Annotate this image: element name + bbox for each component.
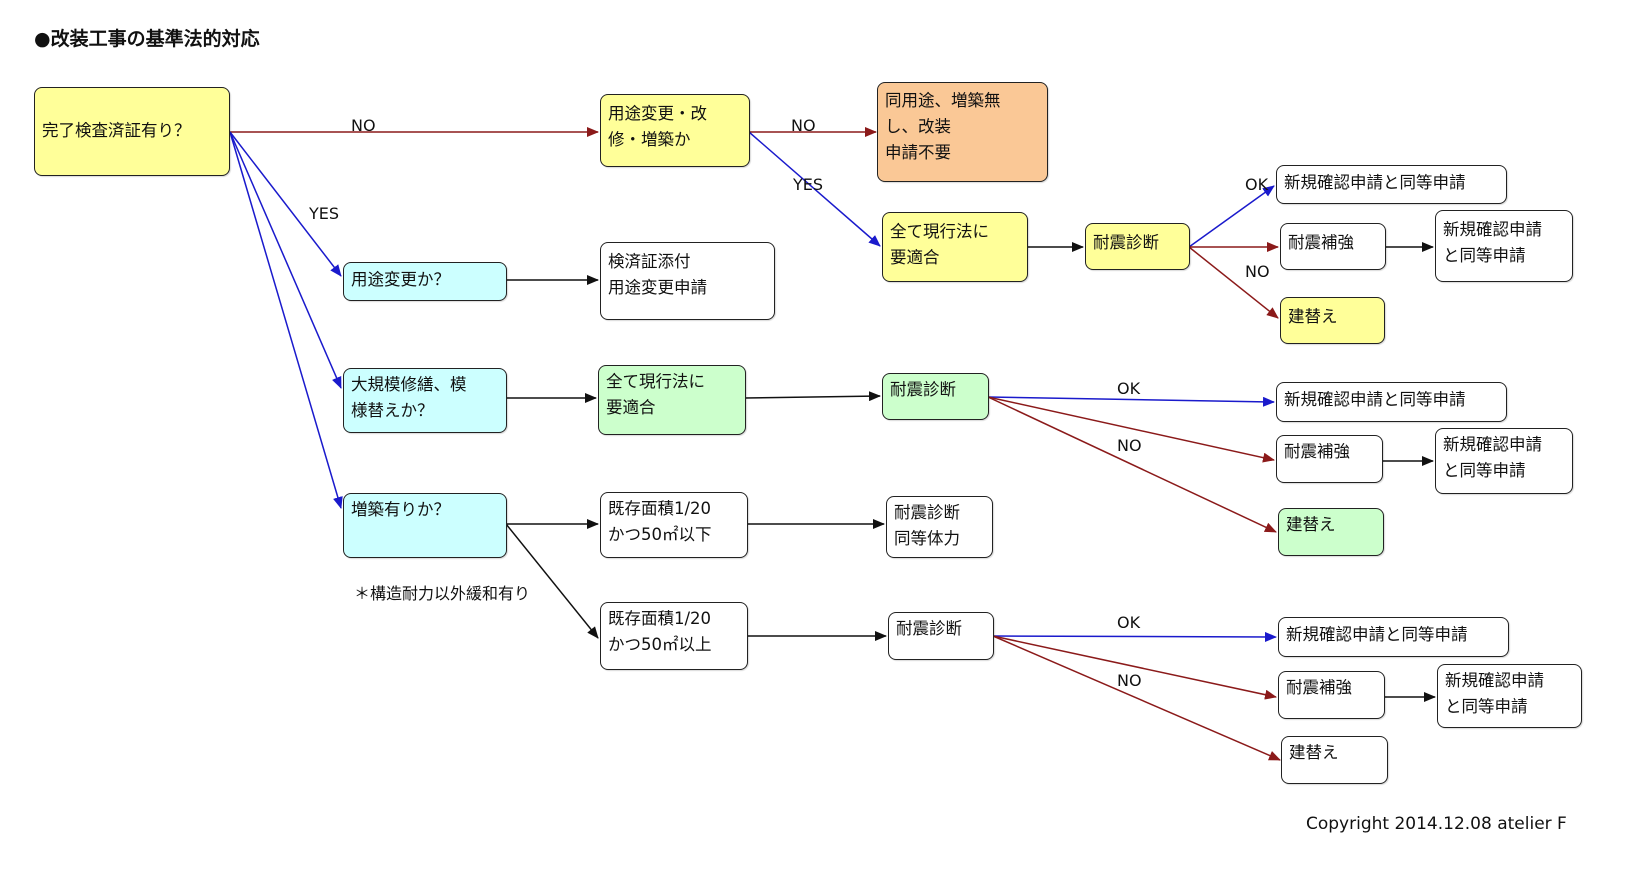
node-text: と同等申請	[1443, 246, 1526, 265]
node-reinforce-2: 耐震補強	[1276, 435, 1383, 483]
edge-label-no: NO	[1117, 671, 1142, 690]
edge-label-no: NO	[791, 116, 816, 135]
edge-seismic3-reinforce	[992, 635, 1277, 700]
node-text: 建替え	[1286, 515, 1336, 534]
node-seismic-2: 耐震診断	[882, 373, 989, 420]
node-major-repair: 大規模修繕、模 様替えか？	[343, 368, 507, 433]
edge-seismic2-rebuild	[987, 396, 1277, 533]
node-new-app-3b: 新規確認申請 と同等申請	[1437, 664, 1582, 728]
node-text: 用途変更か？	[351, 270, 450, 289]
edge-label-ok: OK	[1117, 613, 1141, 632]
edge-label-yes: YES	[309, 204, 340, 223]
edge-label-yes: YES	[793, 175, 824, 194]
node-text: 全て現行法に	[606, 372, 705, 391]
node-text: 耐震診断	[896, 619, 962, 638]
edge-seismic1-rebuild	[1188, 246, 1279, 319]
node-seismic-3: 耐震診断	[888, 612, 994, 660]
page-title: ●改装工事の基準法的対応	[34, 28, 260, 50]
edge-root-yes-major	[229, 131, 342, 389]
edge-label-ok: OK	[1245, 175, 1269, 194]
node-use-change-application: 検済証添付 用途変更申請	[600, 242, 775, 320]
node-text: 修・増築か	[608, 130, 691, 149]
node-text: 新規確認申請と同等申請	[1284, 390, 1466, 409]
node-no-application: 同用途、増築無 し、改装 申請不要	[877, 82, 1048, 182]
node-text: かつ50㎡以下	[608, 525, 712, 544]
edge-seismic2-ok	[987, 396, 1275, 407]
edge-extension-above	[505, 523, 599, 639]
node-text: 完了検査済証有り？	[42, 121, 191, 140]
node-use-change-renovation: 用途変更・改 修・増築か	[600, 94, 750, 167]
edge-seismic2-reinforce	[987, 396, 1275, 463]
node-use-change: 用途変更か？	[343, 262, 507, 301]
node-area-below: 既存面積1/20 かつ50㎡以下	[600, 492, 748, 558]
node-text: と同等申請	[1445, 697, 1528, 716]
node-new-app-1b: 新規確認申請 と同等申請	[1435, 210, 1573, 282]
node-area-above: 既存面積1/20 かつ50㎡以上	[600, 602, 748, 670]
node-text: し、改装	[885, 117, 951, 136]
edge-ucr-yes	[748, 131, 881, 247]
edge-root-yes-usechange	[229, 131, 342, 277]
node-text: 耐震補強	[1284, 442, 1350, 461]
node-rebuild-2: 建替え	[1278, 508, 1384, 556]
edge-seismic3-rebuild	[992, 635, 1281, 761]
node-text: 検済証添付	[608, 252, 691, 271]
node-text: 建替え	[1289, 743, 1339, 762]
node-new-app-3: 新規確認申請と同等申請	[1278, 617, 1509, 657]
node-comply-all-2: 全て現行法に 要適合	[598, 365, 746, 435]
node-text: 増築有りか？	[351, 500, 450, 519]
node-completion-certificate: 完了検査済証有り？	[34, 87, 230, 176]
structural-note: ＊構造耐力以外緩和有り	[354, 584, 531, 603]
node-new-app-2: 新規確認申請と同等申請	[1276, 382, 1507, 422]
edge-label-no: NO	[1245, 262, 1270, 281]
node-text: 大規模修繕、模	[351, 375, 467, 394]
node-text: 同等体力	[894, 529, 960, 548]
edge-label-no: NO	[351, 116, 376, 135]
node-text: かつ50㎡以上	[608, 635, 712, 654]
node-reinforce-1: 耐震補強	[1280, 223, 1386, 270]
node-text: 耐震補強	[1286, 678, 1352, 697]
node-text: 耐震診断	[894, 503, 960, 522]
node-text: 既存面積1/20	[608, 499, 712, 518]
node-seismic-1: 耐震診断	[1085, 223, 1190, 270]
edge-comply2-seismic2	[744, 391, 881, 402]
node-new-app-2b: 新規確認申請 と同等申請	[1435, 428, 1573, 494]
node-text: 耐震補強	[1288, 233, 1354, 252]
node-seismic-equivalent: 耐震診断 同等体力	[886, 496, 993, 558]
node-text: 新規確認申請	[1445, 671, 1544, 690]
node-text: 要適合	[606, 398, 656, 417]
node-text: 全て現行法に	[890, 222, 989, 241]
node-text: 様替えか？	[351, 401, 434, 420]
node-text: 申請不要	[885, 143, 951, 162]
edge-seismic3-ok	[992, 631, 1277, 642]
node-comply-all-1: 全て現行法に 要適合	[882, 212, 1028, 282]
node-reinforce-3: 耐震補強	[1278, 671, 1385, 719]
node-rebuild-3: 建替え	[1281, 736, 1388, 784]
node-text: 耐震診断	[1093, 233, 1159, 252]
copyright: Copyright 2014.12.08 atelier F	[1306, 814, 1567, 834]
edge-seismic1-ok	[1188, 185, 1275, 248]
edge-root-yes-extension	[229, 131, 343, 509]
node-text: 建替え	[1288, 307, 1338, 326]
node-text: 要適合	[890, 248, 940, 267]
node-text: と同等申請	[1443, 461, 1526, 480]
node-text: 用途変更・改	[608, 104, 707, 123]
node-text: 用途変更申請	[608, 278, 707, 297]
node-text: 新規確認申請	[1443, 220, 1542, 239]
edge-label-no: NO	[1117, 436, 1142, 455]
node-text: 新規確認申請と同等申請	[1284, 173, 1466, 192]
node-text: 耐震診断	[890, 380, 956, 399]
node-rebuild-1: 建替え	[1280, 297, 1385, 344]
node-new-app-1: 新規確認申請と同等申請	[1276, 165, 1507, 204]
node-extension: 増築有りか？	[343, 493, 507, 558]
node-text: 新規確認申請	[1443, 435, 1542, 454]
node-text: 既存面積1/20	[608, 609, 712, 628]
edge-label-ok: OK	[1117, 379, 1141, 398]
node-text: 同用途、増築無	[885, 91, 1001, 110]
node-text: 新規確認申請と同等申請	[1286, 625, 1468, 644]
